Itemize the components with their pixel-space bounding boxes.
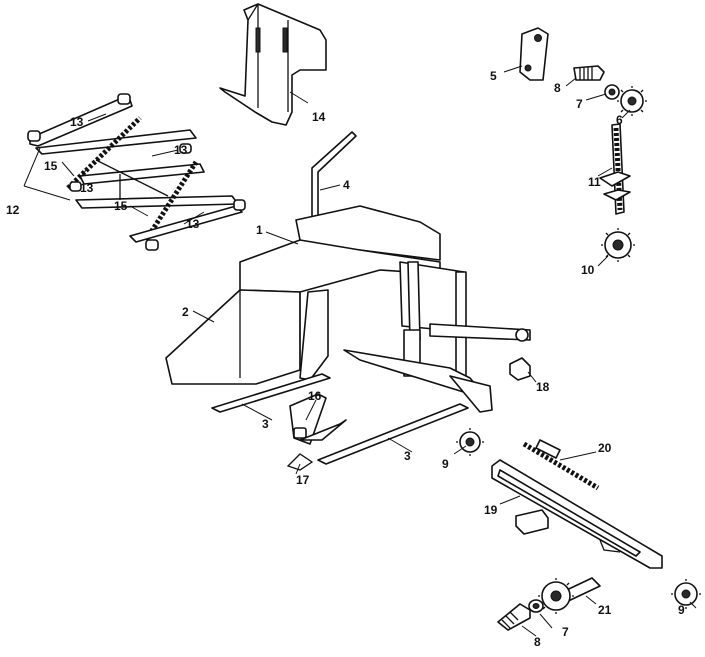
- callout-15-a: 15: [44, 159, 58, 173]
- callout-3-right: 3: [404, 449, 411, 463]
- part-20-roller-chain: [522, 439, 600, 491]
- callout-7-top: 7: [576, 97, 583, 111]
- callout-18: 18: [536, 380, 550, 394]
- part-19-elevator-frame: [491, 459, 663, 569]
- callout-labels: 1 2 3 3 4 5 6 7 7 8 8 9 9 10 11 12 13 13…: [6, 69, 685, 649]
- part-9-sprocket-right: [671, 579, 701, 609]
- callout-15-b: 15: [114, 199, 128, 213]
- part-7-bushing-bottom: [528, 599, 544, 613]
- part-13-scraper-bar-lower: [129, 199, 246, 251]
- callout-6: 6: [616, 113, 623, 127]
- part-18-clip: [509, 357, 531, 381]
- callout-19: 19: [484, 503, 498, 517]
- callout-5: 5: [490, 69, 497, 83]
- callout-20: 20: [598, 441, 612, 455]
- callout-14: 14: [312, 110, 326, 124]
- leader-lines: [23, 65, 697, 637]
- callout-11: 11: [588, 175, 601, 189]
- callout-21: 21: [598, 603, 612, 617]
- callout-13-a: 13: [70, 115, 84, 129]
- callout-12: 12: [6, 203, 20, 217]
- part-2-side-panel: [165, 289, 329, 385]
- part-6-sprocket: [617, 86, 647, 116]
- part-21-drive-shaft: [538, 577, 601, 614]
- part-15-scraper-chain-lower: [143, 160, 199, 242]
- part-11-chain-attachment: [599, 123, 631, 215]
- part-8-bolt-top: [573, 65, 605, 81]
- part-3-skid-blade-left: [211, 373, 331, 413]
- callout-9-mid: 9: [442, 457, 449, 471]
- callout-4: 4: [343, 178, 350, 192]
- callout-3-left: 3: [262, 417, 269, 431]
- part-5-mounting-plate: [519, 27, 549, 81]
- callout-13-d: 13: [186, 217, 200, 231]
- callout-17: 17: [296, 473, 310, 487]
- callout-16: 16: [308, 389, 322, 403]
- part-8-bolt-bottom: [497, 603, 531, 631]
- callout-10: 10: [581, 263, 595, 277]
- part-14-deflector-shield: [219, 3, 327, 126]
- part-12-scraper-frame: [69, 143, 239, 209]
- callout-8-bottom: 8: [534, 635, 541, 649]
- callout-1: 1: [256, 223, 263, 237]
- callout-13-b: 13: [174, 143, 188, 157]
- callout-7-bottom: 7: [562, 625, 569, 639]
- part-1-main-frame: [239, 205, 531, 413]
- part-3-skid-blade-right: [317, 403, 469, 465]
- callout-2: 2: [182, 305, 189, 319]
- part-17-spring-clip: [286, 453, 314, 471]
- part-16-hitch-bracket: [289, 393, 347, 445]
- part-10-sprocket: [601, 228, 635, 262]
- part-7-bushing-top: [604, 84, 620, 100]
- callout-9-right: 9: [678, 603, 685, 617]
- callout-8-top: 8: [554, 81, 561, 95]
- callout-13-c: 13: [80, 181, 94, 195]
- part-9-sprocket-mid: [456, 428, 484, 456]
